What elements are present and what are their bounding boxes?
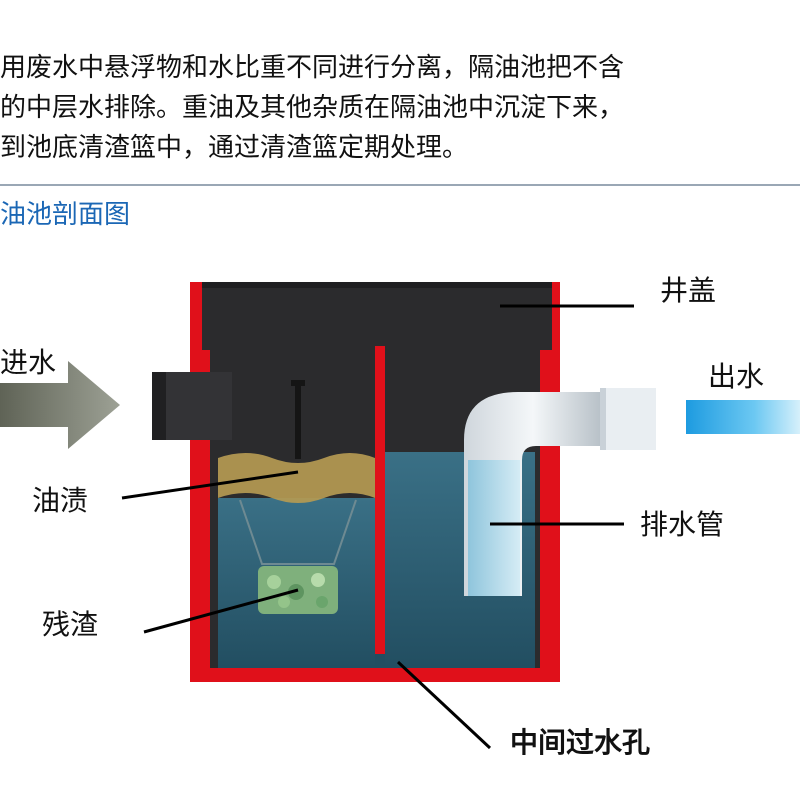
oil-layer [218, 453, 375, 503]
outlet-bar [686, 400, 800, 434]
divider-wall [375, 346, 385, 654]
drain-pipe-label: 排水管 [640, 508, 724, 541]
outlet-pipe-end [600, 388, 656, 450]
drain-pipe [468, 460, 520, 596]
intro-line-3: 到池底清渣篮中，通过清渣篮定期处理。 [0, 133, 469, 163]
oil-label: 油渍 [32, 484, 88, 517]
middle-hole-pointer [396, 660, 492, 750]
middle-hole [375, 654, 385, 668]
residue-pointer [143, 588, 299, 634]
residue-basket [239, 499, 357, 565]
intro-line-2: 的中层水排除。重油及其他杂质在隔油池中沉淀下来， [0, 93, 625, 123]
residue-label: 残渣 [42, 608, 98, 641]
intro-line-1: 用废水中悬浮物和水比重不同进行分离，隔油池把不含 [0, 53, 625, 83]
inlet-label: 进水 [0, 346, 56, 379]
middle-hole-label: 中间过水孔 [510, 726, 650, 759]
outlet-label: 出水 [708, 360, 764, 393]
intro-text: 用废水中悬浮物和水比重不同进行分离，隔油池把不含 的中层水排除。重油及其他杂质在… [0, 48, 800, 168]
oil-pointer [121, 470, 299, 500]
inlet-arrow [0, 361, 120, 449]
section-title: 油池剖面图 [0, 200, 131, 230]
tank-cover [202, 282, 552, 350]
section-divider [0, 184, 800, 186]
cover-label: 井盖 [660, 274, 716, 307]
pointer-lines [121, 304, 634, 750]
